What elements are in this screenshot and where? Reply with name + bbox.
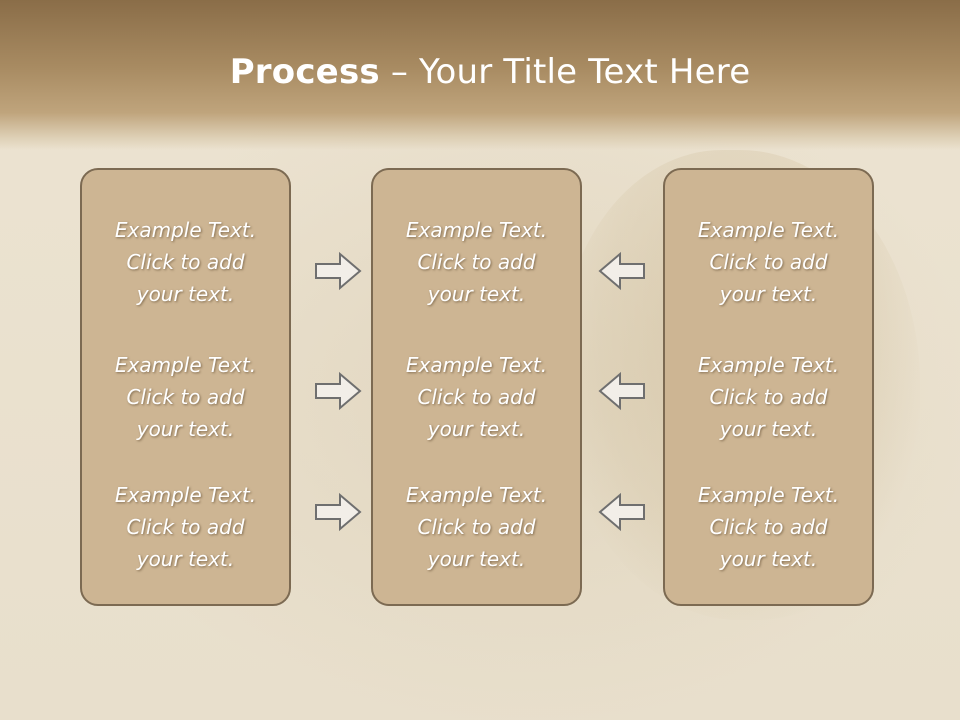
text-line: Click to add xyxy=(126,515,245,539)
title-bold: Process xyxy=(229,52,380,92)
text-line: Example Text. xyxy=(697,218,840,242)
text-line: Example Text. xyxy=(405,353,548,377)
arrow-right-icon xyxy=(314,251,362,291)
text-line: your text. xyxy=(427,282,526,306)
text-line: Click to add xyxy=(709,385,828,409)
text-line: Example Text. xyxy=(697,483,840,507)
text-placeholder[interactable]: Example Text. Click to add your text. xyxy=(82,479,289,575)
title-rest: – Your Title Text Here xyxy=(379,52,751,92)
text-line: your text. xyxy=(719,282,818,306)
text-line: your text. xyxy=(719,547,818,571)
text-line: Click to add xyxy=(417,385,536,409)
text-line: your text. xyxy=(136,547,235,571)
text-placeholder[interactable]: Example Text. Click to add your text. xyxy=(665,349,872,445)
arrow-right-icon xyxy=(314,371,362,411)
header-band xyxy=(0,0,960,150)
text-line: your text. xyxy=(136,417,235,441)
text-line: Example Text. xyxy=(405,483,548,507)
slide-title[interactable]: Process – Your Title Text Here xyxy=(0,52,960,92)
arrow-left-icon xyxy=(598,492,646,532)
text-placeholder[interactable]: Example Text. Click to add your text. xyxy=(373,349,580,445)
text-placeholder[interactable]: Example Text. Click to add your text. xyxy=(665,214,872,310)
text-placeholder[interactable]: Example Text. Click to add your text. xyxy=(82,214,289,310)
text-line: Click to add xyxy=(417,515,536,539)
text-placeholder[interactable]: Example Text. Click to add your text. xyxy=(665,479,872,575)
right-process-box[interactable]: Example Text. Click to add your text. Ex… xyxy=(663,168,874,606)
text-line: Click to add xyxy=(417,250,536,274)
text-line: your text. xyxy=(427,417,526,441)
arrow-right-icon xyxy=(314,492,362,532)
text-line: Example Text. xyxy=(114,353,257,377)
text-line: your text. xyxy=(719,417,818,441)
text-line: Example Text. xyxy=(697,353,840,377)
arrow-left-icon xyxy=(598,371,646,411)
text-line: Click to add xyxy=(709,250,828,274)
text-placeholder[interactable]: Example Text. Click to add your text. xyxy=(373,479,580,575)
text-line: Example Text. xyxy=(114,483,257,507)
arrow-left-icon xyxy=(598,251,646,291)
text-line: Click to add xyxy=(126,385,245,409)
text-placeholder[interactable]: Example Text. Click to add your text. xyxy=(373,214,580,310)
text-line: Example Text. xyxy=(405,218,548,242)
left-process-box[interactable]: Example Text. Click to add your text. Ex… xyxy=(80,168,291,606)
text-placeholder[interactable]: Example Text. Click to add your text. xyxy=(82,349,289,445)
text-line: Click to add xyxy=(126,250,245,274)
text-line: Click to add xyxy=(709,515,828,539)
text-line: Example Text. xyxy=(114,218,257,242)
text-line: your text. xyxy=(427,547,526,571)
text-line: your text. xyxy=(136,282,235,306)
center-process-box[interactable]: Example Text. Click to add your text. Ex… xyxy=(371,168,582,606)
